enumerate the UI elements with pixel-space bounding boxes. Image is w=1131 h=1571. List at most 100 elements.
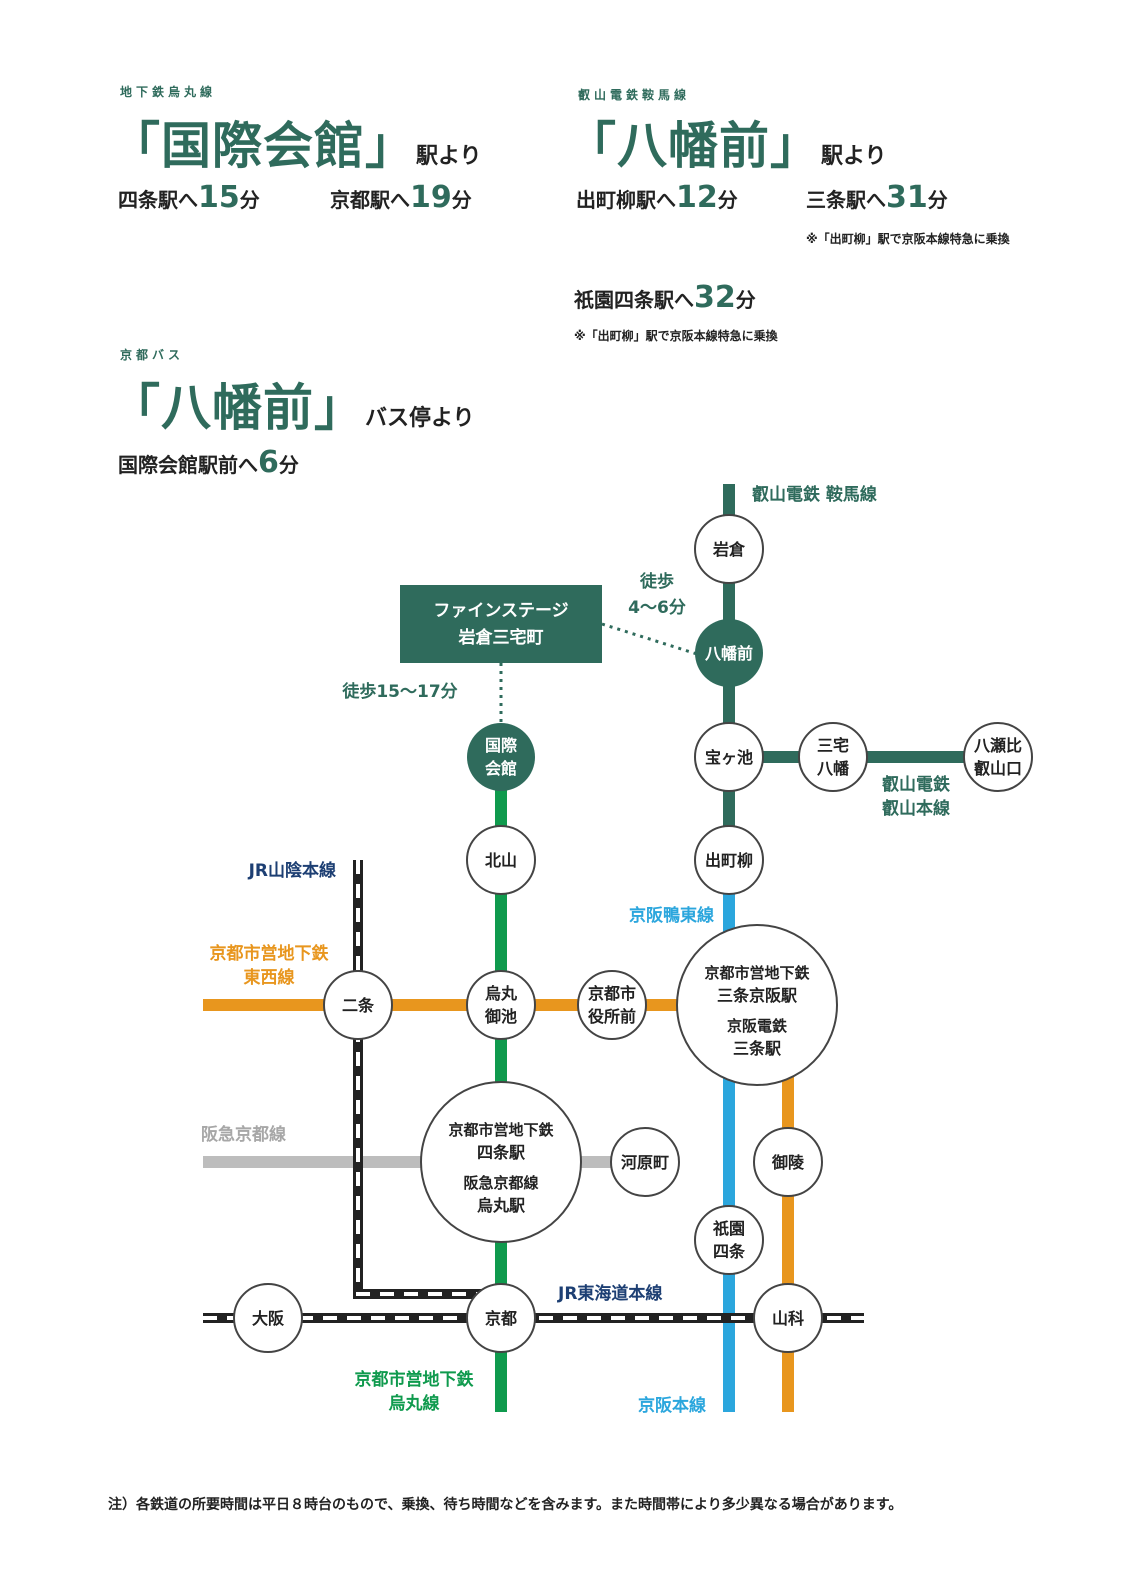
station-shijo-label-1: 京都市営地下鉄 [448,1121,553,1139]
eizan-dest3: 祇園四条駅へ32分 [574,280,756,315]
walk1-label-line1: 徒歩 [639,571,674,592]
bus-station-heading: 「八幡前」バス停より [110,368,475,440]
label-jr-tokaido: JR東海道本線 [557,1283,662,1304]
bus-station-name: 「八幡前」 [110,379,365,437]
subway-station-heading: 「国際会館」駅より [110,106,482,178]
subway-dest1-unit: 分 [239,188,260,212]
subway-dest2-min: 19 [410,180,452,215]
station-takaragaike-label: 宝ヶ池 [705,748,753,767]
station-kitayama: 北山 [466,825,536,895]
station-kawaramachi: 河原町 [610,1127,680,1197]
station-yase-label-2: 叡山口 [973,759,1022,778]
station-nijo-label: 二条 [342,996,375,1015]
eizan-dest1: 出町柳駅へ12分 [576,180,738,215]
eizan-dest3-name: 祇園四条駅へ [574,288,694,312]
property-name-line1: ファインステージ [433,601,568,621]
label-keihan-main: 京阪本線 [638,1395,706,1416]
subway-line-label: 地下鉄烏丸線 [120,85,217,99]
bus-line-label: 京都バス [120,348,185,362]
station-yamashina: 山科 [753,1283,823,1353]
bus-from-label: バス停より [365,406,475,431]
station-oike-label-1: 烏丸 [485,984,518,1003]
eizan-dest2: 三条駅へ31分 [806,180,948,215]
eizan-dest3-min: 32 [694,280,736,315]
subway-dest1-min: 15 [198,180,240,215]
station-shijo-label-4: 烏丸駅 [477,1196,526,1215]
bus-dest1: 国際会館駅前へ6分 [118,445,299,480]
station-sanjo-label-1: 京都市営地下鉄 [704,964,809,982]
subway-dest1: 四条駅へ15分 [118,180,260,215]
footnote: 注）各鉄道の所要時間は平日８時台のもので、乗換、待ち時間などを含みます。また時間… [108,1497,903,1513]
station-shiyakusho-label-1: 京都市 [588,984,636,1003]
label-karasuma-1: 京都市営地下鉄 [355,1369,474,1390]
property-box: ファインステージ 岩倉三宅町 [400,585,602,663]
station-yase-hieizanguchi: 八瀬比 叡山口 [963,722,1033,792]
label-karasuma-2: 烏丸線 [389,1393,440,1414]
station-kokusai-label-2: 会館 [485,759,517,778]
station-yamashina-label: 山科 [772,1309,804,1328]
bus-dest1-min: 6 [258,445,279,480]
station-osaka: 大阪 [233,1283,303,1353]
station-sanjo: 京都市営地下鉄 三条京阪駅 京阪電鉄 三条駅 [676,924,838,1086]
line-labels: 叡山電鉄 鞍馬線 叡山電鉄 叡山本線 JR山陰本線 京都市営地下鉄 東西線 京阪… [201,484,950,1416]
label-jr-sanin: JR山陰本線 [248,860,336,881]
eizan-dest2-min: 31 [886,180,928,215]
walk2-label: 徒歩15〜17分 [341,681,457,702]
station-shijo: 京都市営地下鉄 四条駅 阪急京都線 烏丸駅 [420,1081,582,1243]
station-kitayama-label: 北山 [485,851,517,870]
station-oike-label-2: 御池 [484,1007,517,1026]
station-kyoto: 京都 [466,1283,536,1353]
station-kyoto-label: 京都 [485,1309,517,1328]
station-gion-label-2: 四条 [713,1242,746,1261]
station-nijo: 二条 [323,970,393,1040]
eizan-dest1-name: 出町柳駅へ [576,188,676,212]
station-demachi-label: 出町柳 [705,851,753,870]
station-shijo-label-3: 阪急京都線 [463,1174,538,1192]
station-kokusai-label-1: 国際 [485,736,518,755]
station-sanjo-label-2: 三条京阪駅 [717,986,798,1005]
station-kawaramachi-label: 河原町 [621,1153,669,1172]
eizan-station-heading: 「八幡前」駅より [566,106,887,178]
station-sanjo-label-4: 三条駅 [733,1039,782,1058]
eizan-dest2-unit: 分 [927,188,948,212]
eizan-dest1-min: 12 [676,180,718,215]
subway-dest2-name: 京都駅へ [330,188,410,212]
label-eizan-kurama: 叡山電鉄 鞍馬線 [751,484,877,505]
property-name-line2: 岩倉三宅町 [458,627,544,648]
subway-dest2: 京都駅へ19分 [330,180,472,215]
label-hankyu: 阪急京都線 [201,1124,286,1145]
station-gion-label-1: 祇園 [712,1219,745,1238]
station-miyake-hachiman: 三宅 八幡 [798,722,868,792]
station-hachimanmae-label: 八幡前 [704,644,753,663]
station-kokusaikaikan: 国際 会館 [467,723,535,791]
station-shiyakusho-mae: 京都市 役所前 [577,970,647,1040]
station-osaka-label: 大阪 [252,1309,285,1328]
station-hachimanmae: 八幡前 [695,619,763,687]
eizan-dest2-name: 三条駅へ [806,188,886,212]
station-shiyakusho-label-2: 役所前 [588,1007,636,1026]
station-sanjo-label-3: 京阪電鉄 [727,1017,787,1035]
label-eizan-main-2: 叡山本線 [881,798,950,819]
label-eizan-main-1: 叡山電鉄 [881,774,950,795]
subway-station-name: 「国際会館」 [110,117,416,175]
station-iwakura-label: 岩倉 [712,540,746,559]
subway-dest1-name: 四条駅へ [118,188,198,212]
label-tozai-1: 京都市営地下鉄 [210,943,329,964]
station-shijo-label-2: 四条駅 [477,1143,526,1162]
subway-dest2-unit: 分 [451,188,472,212]
bus-dest1-name: 国際会館駅前へ [118,453,258,477]
station-karasuma-oike: 烏丸 御池 [466,970,536,1040]
label-tozai-2: 東西線 [244,967,295,988]
walk1-label-line2: 4〜6分 [628,598,686,618]
station-miyake-label-1: 三宅 [817,736,849,755]
stations: 岩倉 八幡前 宝ヶ池 三宅 八幡 八瀬比 叡山口 国際 会館 [233,514,1033,1353]
eizan-line-label: 叡山電鉄鞍馬線 [578,88,691,102]
eizan-dest1-unit: 分 [717,188,738,212]
station-yase-label-1: 八瀬比 [973,736,1022,755]
eizan-station-name: 「八幡前」 [566,117,821,175]
eizan-dest3-unit: 分 [735,288,756,312]
station-iwakura: 岩倉 [694,514,764,584]
eizan-from-label: 駅より [821,144,887,169]
station-gion-shijo: 祇園 四条 [694,1205,764,1275]
station-misasagi-label: 御陵 [771,1153,805,1172]
